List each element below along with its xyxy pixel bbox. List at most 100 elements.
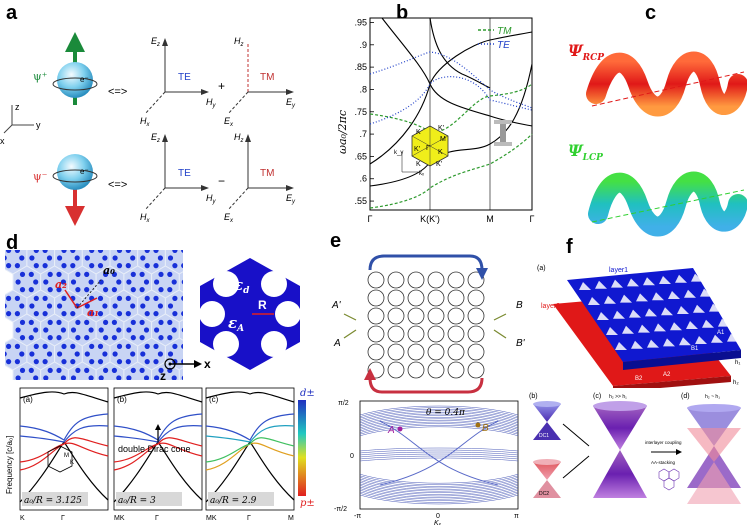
lattice-rod xyxy=(84,287,90,293)
lattice-rod xyxy=(57,255,63,261)
crystal-rod xyxy=(427,307,445,325)
a0-label: a₀ xyxy=(103,264,115,277)
spin-up-arrowhead-icon xyxy=(65,32,85,52)
lattice-rod xyxy=(43,279,49,285)
bilayer-hole xyxy=(702,319,714,328)
lattice-rod xyxy=(130,303,136,309)
lattice-rod xyxy=(84,271,90,277)
lattice-rod xyxy=(19,367,26,373)
point-b-label: B xyxy=(482,423,489,434)
lattice-rod xyxy=(140,255,146,261)
tm-triad-bottom xyxy=(227,134,294,211)
e-ytick-top: π/2 xyxy=(338,400,349,407)
lattice-rod xyxy=(70,263,76,269)
d-ratio-badge xyxy=(22,492,88,506)
band-ytick-label: .65 xyxy=(354,151,367,161)
panel-c-label: c xyxy=(645,2,657,24)
crystal-rod xyxy=(367,325,385,343)
e-bulk-band-bottom xyxy=(359,486,519,497)
lattice-rod xyxy=(153,311,159,317)
band-ytick-label: .55 xyxy=(354,196,367,206)
panel-a-figure: e⁻ ψ⁺ e⁻ ψ⁻ z y x <=> <=> + − TE Ez Hy H… xyxy=(0,32,296,226)
layer2-label: layer2 xyxy=(541,303,560,310)
lattice-rod xyxy=(102,303,108,309)
lattice-rod xyxy=(167,319,173,325)
bz-kx-label: kₓ xyxy=(419,171,424,177)
band-ytick-label: .75 xyxy=(354,107,367,117)
lattice-rod xyxy=(172,343,178,349)
lattice-rod xyxy=(144,343,150,349)
lattice-rod xyxy=(125,359,131,365)
hx-label-top: Hx xyxy=(140,116,151,128)
lattice-rod xyxy=(70,343,76,349)
lattice-rod xyxy=(74,351,80,357)
lattice-rod xyxy=(47,367,53,373)
e-xlabel: Kₓ xyxy=(434,520,442,525)
crystal-rod xyxy=(427,289,445,307)
bz-k-label: K xyxy=(70,460,74,466)
f-sub-b: (b) xyxy=(529,393,538,400)
lattice-rod xyxy=(6,311,12,317)
point-a-label: A xyxy=(387,425,395,436)
lattice-rod xyxy=(33,359,39,365)
bz-kp3-label: K' xyxy=(436,161,442,168)
lattice-rod xyxy=(28,367,34,373)
d-band-curve xyxy=(113,437,203,463)
lattice-rod xyxy=(57,351,63,357)
lattice-rod xyxy=(167,351,174,357)
bilayer-hole xyxy=(677,306,689,314)
bz-kp-label: K' xyxy=(438,125,444,132)
lattice-vectors xyxy=(64,279,102,309)
e-bulk-band-mid xyxy=(359,447,519,452)
bilayer-hole xyxy=(613,310,625,319)
te-label-bottom: TE xyxy=(178,168,191,179)
band-ytick-label: .8 xyxy=(359,84,367,94)
bz-hex-icon xyxy=(47,445,73,473)
lattice-rod xyxy=(153,359,159,365)
lattice-rod xyxy=(88,279,94,285)
colorbar-bottom-label: p± xyxy=(300,498,315,509)
lattice-rod xyxy=(103,335,109,341)
d-ratio-badge xyxy=(116,492,182,506)
d-xtick-mid: Γ xyxy=(61,515,65,522)
e-edge-state xyxy=(379,420,499,486)
bilayer-hole xyxy=(579,282,591,290)
lattice-rod xyxy=(29,351,35,357)
orbit-ring-down xyxy=(52,169,98,183)
d-axis-z: z xyxy=(160,369,166,383)
cond-d-label: h₂ ~ h₁ xyxy=(705,394,720,400)
lattice-rod xyxy=(116,359,123,365)
lattice-rod xyxy=(98,279,104,285)
d-xtick-left: K xyxy=(20,515,25,522)
lattice-rod xyxy=(29,303,35,309)
f-sub-c: (c) xyxy=(593,393,601,400)
lattice-rod xyxy=(47,319,53,325)
rcp-label: ΨRCP xyxy=(568,41,604,63)
colorbar-top-label: d± xyxy=(300,388,315,399)
ex-label-bottom: Ex xyxy=(224,212,234,224)
lattice-rod xyxy=(111,287,117,293)
band-ylabel: ωa₀/2πc xyxy=(336,110,349,154)
lattice-rod xyxy=(181,250,183,253)
orbit-ring-up xyxy=(52,77,98,91)
lattice-rod xyxy=(143,279,150,285)
e-bulk-band-top xyxy=(359,409,519,419)
lattice-rod xyxy=(97,263,104,269)
point-b-marker xyxy=(475,422,481,428)
d-xtick-mid: Γ xyxy=(247,515,251,522)
crystal-rod xyxy=(407,271,425,289)
lattice-rod xyxy=(153,250,159,253)
ex-label-top: Ex xyxy=(224,116,234,128)
lattice-rod xyxy=(125,250,131,253)
lattice-rod xyxy=(116,375,122,380)
lattice-rod xyxy=(6,359,12,365)
lattice-cell xyxy=(178,271,183,293)
hy-label-bottom: Hy xyxy=(206,193,217,205)
lattice-rod xyxy=(154,279,160,285)
e-bulk-band-top xyxy=(359,426,519,437)
lattice-rod xyxy=(33,250,39,253)
lattice-cell xyxy=(178,319,183,341)
lattice-rod xyxy=(61,311,67,317)
lattice-rod xyxy=(130,319,136,325)
tm-label-bottom: TM xyxy=(260,168,274,179)
